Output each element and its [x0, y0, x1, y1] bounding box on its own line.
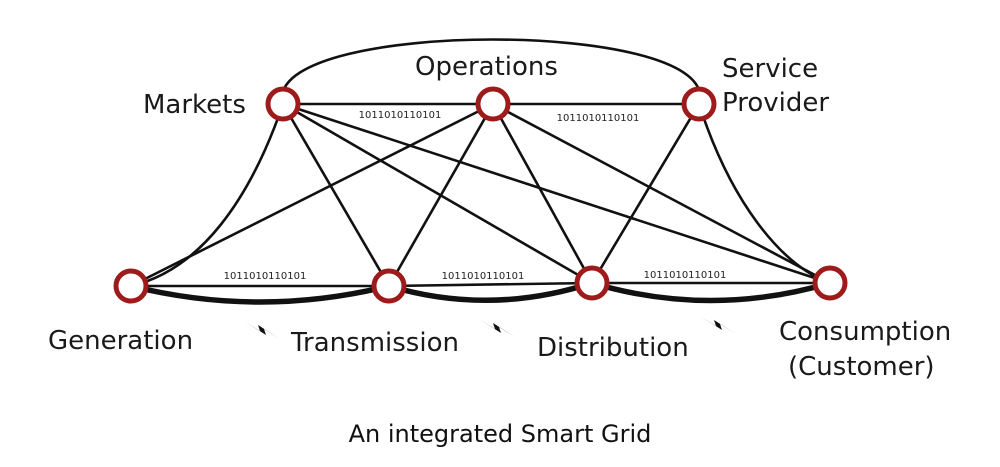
markets-service-arc	[280, 38, 702, 99]
binary-markets-operations: 1011010110101	[359, 110, 442, 121]
node-operations	[475, 86, 511, 122]
label-consumption-line1: Consumption	[779, 317, 951, 347]
node-markets	[265, 86, 301, 122]
label-distribution: Distribution	[537, 333, 689, 363]
node-transmission	[371, 268, 407, 304]
power-lines	[130, 280, 831, 305]
link-markets-transmission	[281, 103, 391, 287]
binary-operations-service: 1011010110101	[557, 113, 640, 124]
link-markets-consumption	[282, 102, 831, 285]
link-service-consumption	[697, 103, 831, 285]
node-labels: Markets Operations Service Provider Gene…	[48, 52, 951, 382]
label-markets: Markets	[143, 90, 246, 120]
label-consumption-line2: (Customer)	[788, 352, 935, 382]
power-distribution-consumption	[591, 280, 831, 304]
link-service-distribution	[590, 103, 701, 284]
lightning-bolt-icon	[244, 321, 280, 339]
link-operations-consumption	[492, 102, 831, 285]
binary-generation-transmission: 1011010110101	[224, 271, 307, 282]
power-transmission-distribution	[388, 280, 593, 304]
label-service-provider-line2: Provider	[722, 88, 829, 118]
label-transmission: Transmission	[290, 328, 459, 358]
lightning-bolt-icon	[479, 319, 515, 337]
link-transmission-distribution	[388, 281, 593, 288]
link-operations-transmission	[387, 103, 495, 287]
lightning-bolt-icon	[700, 316, 736, 334]
node-generation	[113, 268, 149, 304]
binary-labels: 1011010110101 1011010110101 101101011010…	[224, 110, 727, 282]
nodes	[113, 86, 848, 304]
link-markets-generation	[130, 103, 285, 288]
label-operations: Operations	[415, 52, 558, 82]
node-consumption	[812, 265, 848, 301]
link-operations-distribution	[491, 103, 594, 284]
node-service-provider	[681, 86, 717, 122]
binary-distribution-consumption: 1011010110101	[644, 270, 727, 281]
label-service-provider-line1: Service	[722, 54, 818, 84]
link-markets-distribution	[282, 102, 593, 285]
diagram-caption: An integrated Smart Grid	[349, 420, 652, 448]
node-distribution	[574, 265, 610, 301]
power-generation-transmission	[130, 283, 390, 305]
binary-transmission-distribution: 1011010110101	[442, 271, 525, 282]
label-generation: Generation	[48, 326, 193, 356]
communication-links	[130, 102, 831, 288]
